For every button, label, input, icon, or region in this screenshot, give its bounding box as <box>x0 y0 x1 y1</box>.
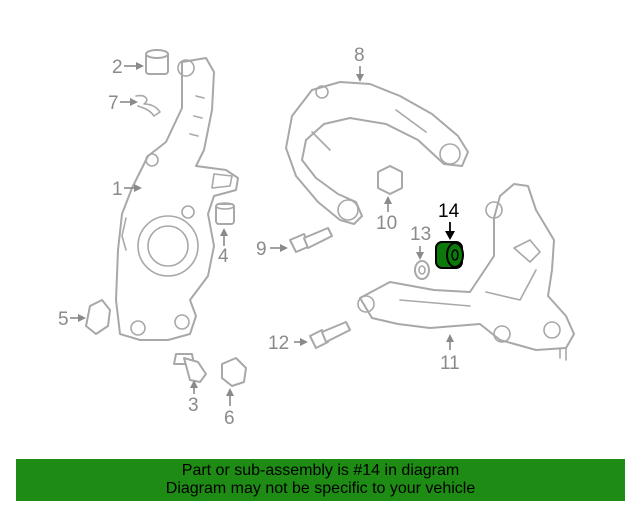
callout-5: 5 <box>58 309 69 330</box>
bolt-part-3 <box>173 353 207 383</box>
callout-9: 9 <box>256 239 267 260</box>
bolt-part-9 <box>289 227 333 253</box>
callout-7: 7 <box>108 93 119 114</box>
callout-14: 14 <box>438 201 460 222</box>
callout-4: 4 <box>218 246 229 267</box>
leader-lines <box>70 62 455 406</box>
nut-part-5 <box>85 299 111 335</box>
nut-part-6 <box>221 357 247 387</box>
nut-part-4 <box>215 202 235 225</box>
callout-11: 11 <box>440 353 460 374</box>
callout-8: 8 <box>354 45 365 66</box>
upper-control-arm-part <box>285 81 469 225</box>
callout-12: 12 <box>268 333 289 354</box>
callout-13: 13 <box>410 224 431 245</box>
bolt-part-12 <box>309 321 351 349</box>
callout-3: 3 <box>188 395 199 416</box>
steering-knuckle-part <box>115 57 239 341</box>
callout-10: 10 <box>376 213 397 234</box>
callout-1: 1 <box>112 179 123 200</box>
nut-part-10 <box>377 165 403 195</box>
lower-control-arm-part <box>357 183 575 361</box>
info-banner: Part or sub-assembly is #14 in diagram D… <box>16 459 625 501</box>
washer-part-13 <box>414 260 430 280</box>
callout-6: 6 <box>224 408 235 429</box>
banner-line-part-number: Part or sub-assembly is #14 in diagram <box>181 462 460 479</box>
highlighted-bushing-part-14[interactable] <box>435 241 464 269</box>
callout-2: 2 <box>112 57 123 78</box>
bushing-part-2 <box>145 49 169 75</box>
callout-numbers: 2 7 1 4 5 3 6 8 9 10 11 12 13 14 <box>58 45 460 429</box>
cotter-pin-part-7 <box>135 94 161 117</box>
banner-line-disclaimer: Diagram may not be specific to your vehi… <box>165 480 476 497</box>
